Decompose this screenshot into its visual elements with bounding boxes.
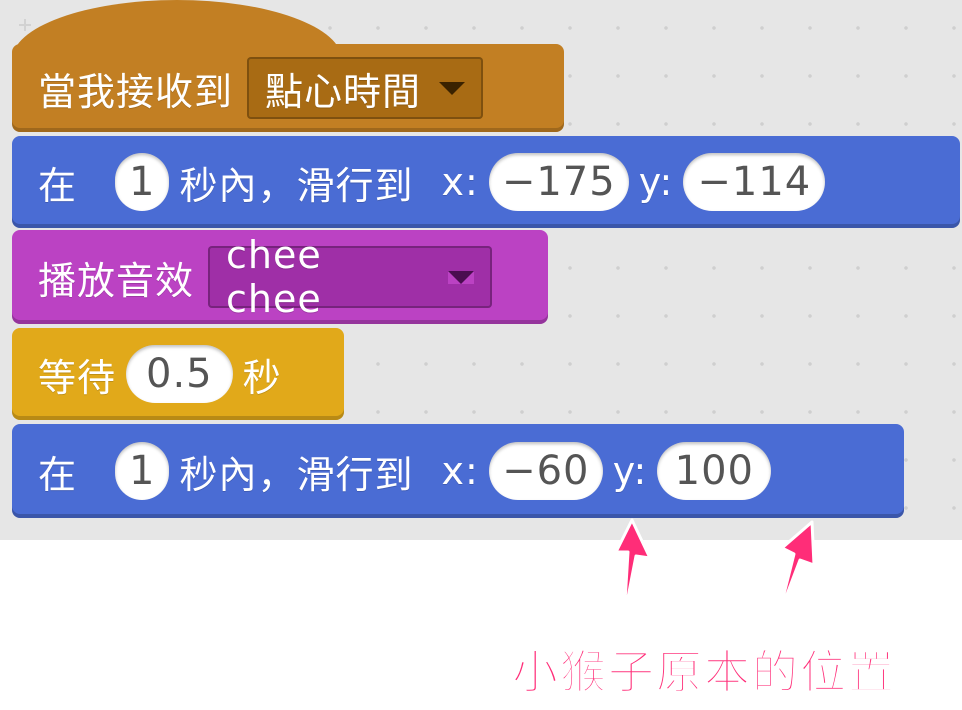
glide-x-label: x: [441,160,479,204]
glide-secs-label: 秒內，滑行到 [179,163,414,208]
annotation-label: 小猴子原本的位置 [512,645,896,700]
glide-x-input[interactable]: −60 [488,442,603,500]
glide-y-label: y: [638,160,674,204]
glide-y-input[interactable]: −114 [683,153,826,211]
glide-in-label: 在 [38,452,78,497]
glide-y-label: y: [612,449,648,493]
message-dropdown[interactable]: 點心時間 [247,57,484,119]
message-dropdown-value: 點心時間 [265,69,422,114]
wait-block[interactable]: 等待 0.5 秒 [12,328,344,420]
glide-secs-input[interactable]: 1 [115,442,170,500]
play-sound-label: 播放音效 [38,258,195,303]
glide-y-input[interactable]: 100 [657,442,772,500]
sound-dropdown[interactable]: chee chee [208,233,493,321]
glide-block-1[interactable]: 在 1 秒內，滑行到 x: −175 y: −114 [12,136,960,228]
wait-label: 等待 [38,355,117,400]
when-i-receive-block[interactable]: 當我接收到 點心時間 [12,44,564,132]
arrow-up-icon [776,520,816,620]
wait-secs-input[interactable]: 0.5 [126,345,233,403]
glide-secs-input[interactable]: 1 [115,153,170,211]
wait-secs-label: 秒 [242,355,282,400]
when-i-receive-label: 當我接收到 [38,69,234,114]
glide-block-2[interactable]: 在 1 秒內，滑行到 x: −60 y: 100 [12,424,904,518]
glide-in-label: 在 [38,163,78,208]
glide-x-label: x: [441,449,479,493]
sound-dropdown-value: chee chee [226,233,322,321]
caret-down-icon [439,81,466,95]
glide-x-input[interactable]: −175 [488,153,629,211]
arrow-up-icon [614,518,652,620]
caret-down-icon [448,270,475,284]
play-sound-block[interactable]: 播放音效 chee chee [12,230,548,324]
glide-secs-label: 秒內，滑行到 [179,452,414,497]
